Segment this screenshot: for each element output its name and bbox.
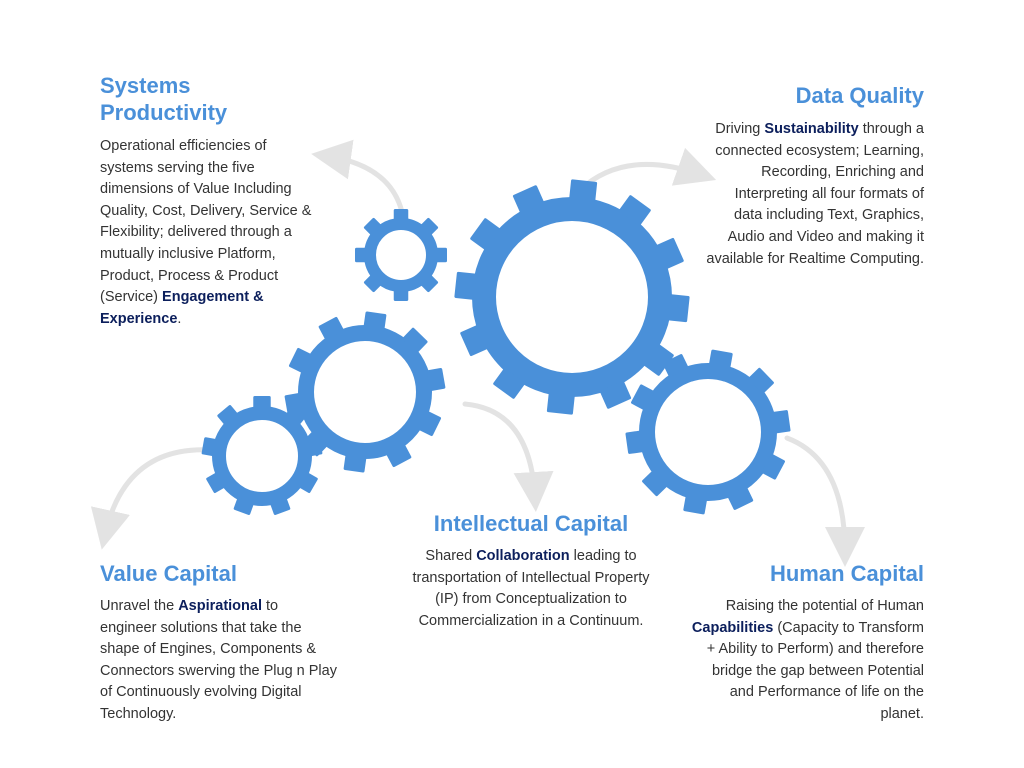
value-capital-title: Value Capital bbox=[100, 561, 237, 586]
gear-small-left-tooth bbox=[201, 437, 217, 457]
gear-small-left-icon bbox=[201, 396, 323, 515]
gear-large-tooth bbox=[667, 294, 690, 323]
systems-productivity-emphasis: Engagement & Experience bbox=[100, 289, 264, 327]
gear-medium-left-ring bbox=[298, 325, 432, 459]
gear-medium-right-tooth bbox=[662, 354, 689, 377]
gear-medium-right-icon bbox=[625, 349, 791, 515]
human-capital-emphasis: Capabilities bbox=[691, 619, 774, 636]
intellectual-capital-title: Intellectual Capital bbox=[433, 511, 629, 536]
gear-small-top-ring bbox=[364, 218, 438, 292]
value-capital-text-before: Unravel the bbox=[100, 598, 179, 614]
gear-large-tooth bbox=[619, 195, 651, 226]
systems-productivity-text-before: Operational efficiencies of systems serv… bbox=[100, 138, 312, 306]
gear-small-top-tooth bbox=[420, 274, 439, 293]
gear-medium-left-tooth bbox=[418, 411, 442, 437]
systems-productivity-title: Systems Productivity bbox=[100, 72, 330, 126]
gear-large-tooth bbox=[454, 271, 477, 300]
gear-small-top-tooth bbox=[355, 247, 367, 263]
arrow-to-human-capital bbox=[784, 435, 865, 567]
gear-medium-right-tooth bbox=[761, 453, 785, 480]
gear-small-left-tooth bbox=[217, 405, 238, 425]
gear-small-top-tooth bbox=[420, 217, 439, 236]
intellectual-capital-text: Shared Collaboration leading to transpor… bbox=[404, 546, 658, 632]
gear-small-top-icon bbox=[355, 209, 447, 301]
gear-large-tooth bbox=[643, 344, 674, 376]
gear-medium-right-tooth bbox=[642, 470, 668, 497]
gear-medium-left-tooth bbox=[343, 454, 367, 473]
gear-large-icon bbox=[454, 179, 690, 415]
intellectual-capital-text-after: leading to transportation of Intellectua… bbox=[412, 548, 650, 629]
intellectual-capital-emphasis: Collaboration bbox=[476, 548, 570, 564]
gear-medium-left-tooth bbox=[426, 367, 446, 392]
gear-small-top-tooth bbox=[435, 247, 447, 263]
gears bbox=[201, 179, 791, 515]
gear-large-ring bbox=[472, 197, 672, 397]
human-capital-text: Raising the potential of Human Capabilit… bbox=[684, 596, 924, 726]
gear-small-left-tooth bbox=[270, 497, 291, 515]
value-capital-text: Unravel the Aspirational to engineer sol… bbox=[100, 596, 338, 726]
gear-medium-right-tooth bbox=[625, 430, 644, 454]
human-capital-title: Human Capital bbox=[769, 561, 924, 586]
data-quality-text-before: Driving bbox=[715, 121, 765, 137]
intellectual-capital-text-before: Shared bbox=[425, 548, 477, 564]
gear-small-left-tooth bbox=[307, 437, 323, 457]
gear-small-top-tooth bbox=[393, 289, 409, 301]
value-capital-text-after: to engineer solutions that take the shap… bbox=[100, 598, 337, 722]
gear-small-left-ring bbox=[212, 406, 312, 506]
gear-small-top-tooth bbox=[363, 274, 382, 293]
systems-productivity-text: Operational efficiencies of systems serv… bbox=[100, 136, 322, 330]
gear-medium-right-tooth bbox=[683, 495, 707, 515]
gear-small-left-tooth bbox=[253, 396, 271, 409]
gear-small-top-tooth bbox=[363, 217, 382, 236]
value-capital-emphasis: Aspirational bbox=[178, 598, 262, 614]
arrow-to-intellectual-capital bbox=[462, 401, 554, 512]
human-capital-text-before: Raising the potential of Human bbox=[725, 598, 924, 614]
gear-large-tooth bbox=[512, 185, 545, 214]
gear-large-tooth bbox=[493, 368, 525, 399]
data-quality-emphasis: Sustainability bbox=[764, 121, 859, 137]
gear-medium-right-tooth bbox=[631, 384, 655, 411]
gear-small-left-tooth bbox=[233, 497, 254, 515]
gear-small-left-tooth bbox=[206, 472, 226, 494]
data-quality-text-after: through a connected ecosystem; Learning,… bbox=[706, 121, 924, 267]
systems-productivity-title-line2: Productivity bbox=[100, 100, 228, 125]
gear-medium-right-tooth bbox=[748, 367, 774, 394]
gear-medium-left-icon bbox=[284, 311, 446, 473]
arrow-to-systems-productivity bbox=[311, 139, 405, 215]
gear-medium-left-tooth bbox=[288, 347, 312, 373]
gear-large-tooth bbox=[569, 179, 598, 202]
gear-small-top-tooth bbox=[393, 209, 409, 221]
arrow-to-value-capital bbox=[90, 447, 215, 550]
gear-large-tooth bbox=[460, 324, 489, 357]
systems-productivity-text-after: . bbox=[177, 310, 182, 327]
gear-large-tooth bbox=[655, 237, 684, 270]
gear-medium-right-tooth bbox=[727, 487, 754, 510]
gear-medium-right-tooth bbox=[772, 410, 791, 434]
gear-medium-left-tooth bbox=[402, 327, 428, 353]
gear-small-left-tooth bbox=[298, 472, 318, 494]
gear-large-tooth bbox=[599, 380, 632, 409]
gear-medium-right-tooth bbox=[709, 349, 733, 369]
systems-productivity-title-line1: Systems bbox=[100, 73, 191, 98]
gear-medium-right-ring bbox=[639, 363, 777, 501]
data-quality-text: Driving Sustainability through a connect… bbox=[706, 119, 924, 270]
data-quality-title: Data Quality bbox=[795, 83, 924, 108]
human-capital-text-after: (Capacity to Transform + Ability to Perf… bbox=[706, 619, 924, 722]
gear-medium-left-tooth bbox=[386, 444, 412, 468]
gear-small-left-tooth bbox=[286, 405, 307, 425]
gear-large-tooth bbox=[470, 218, 501, 250]
arrow-to-data-quality bbox=[577, 147, 717, 193]
gear-large-tooth bbox=[546, 392, 575, 415]
gear-medium-left-tooth bbox=[318, 316, 344, 340]
gear-medium-left-tooth bbox=[363, 311, 387, 330]
